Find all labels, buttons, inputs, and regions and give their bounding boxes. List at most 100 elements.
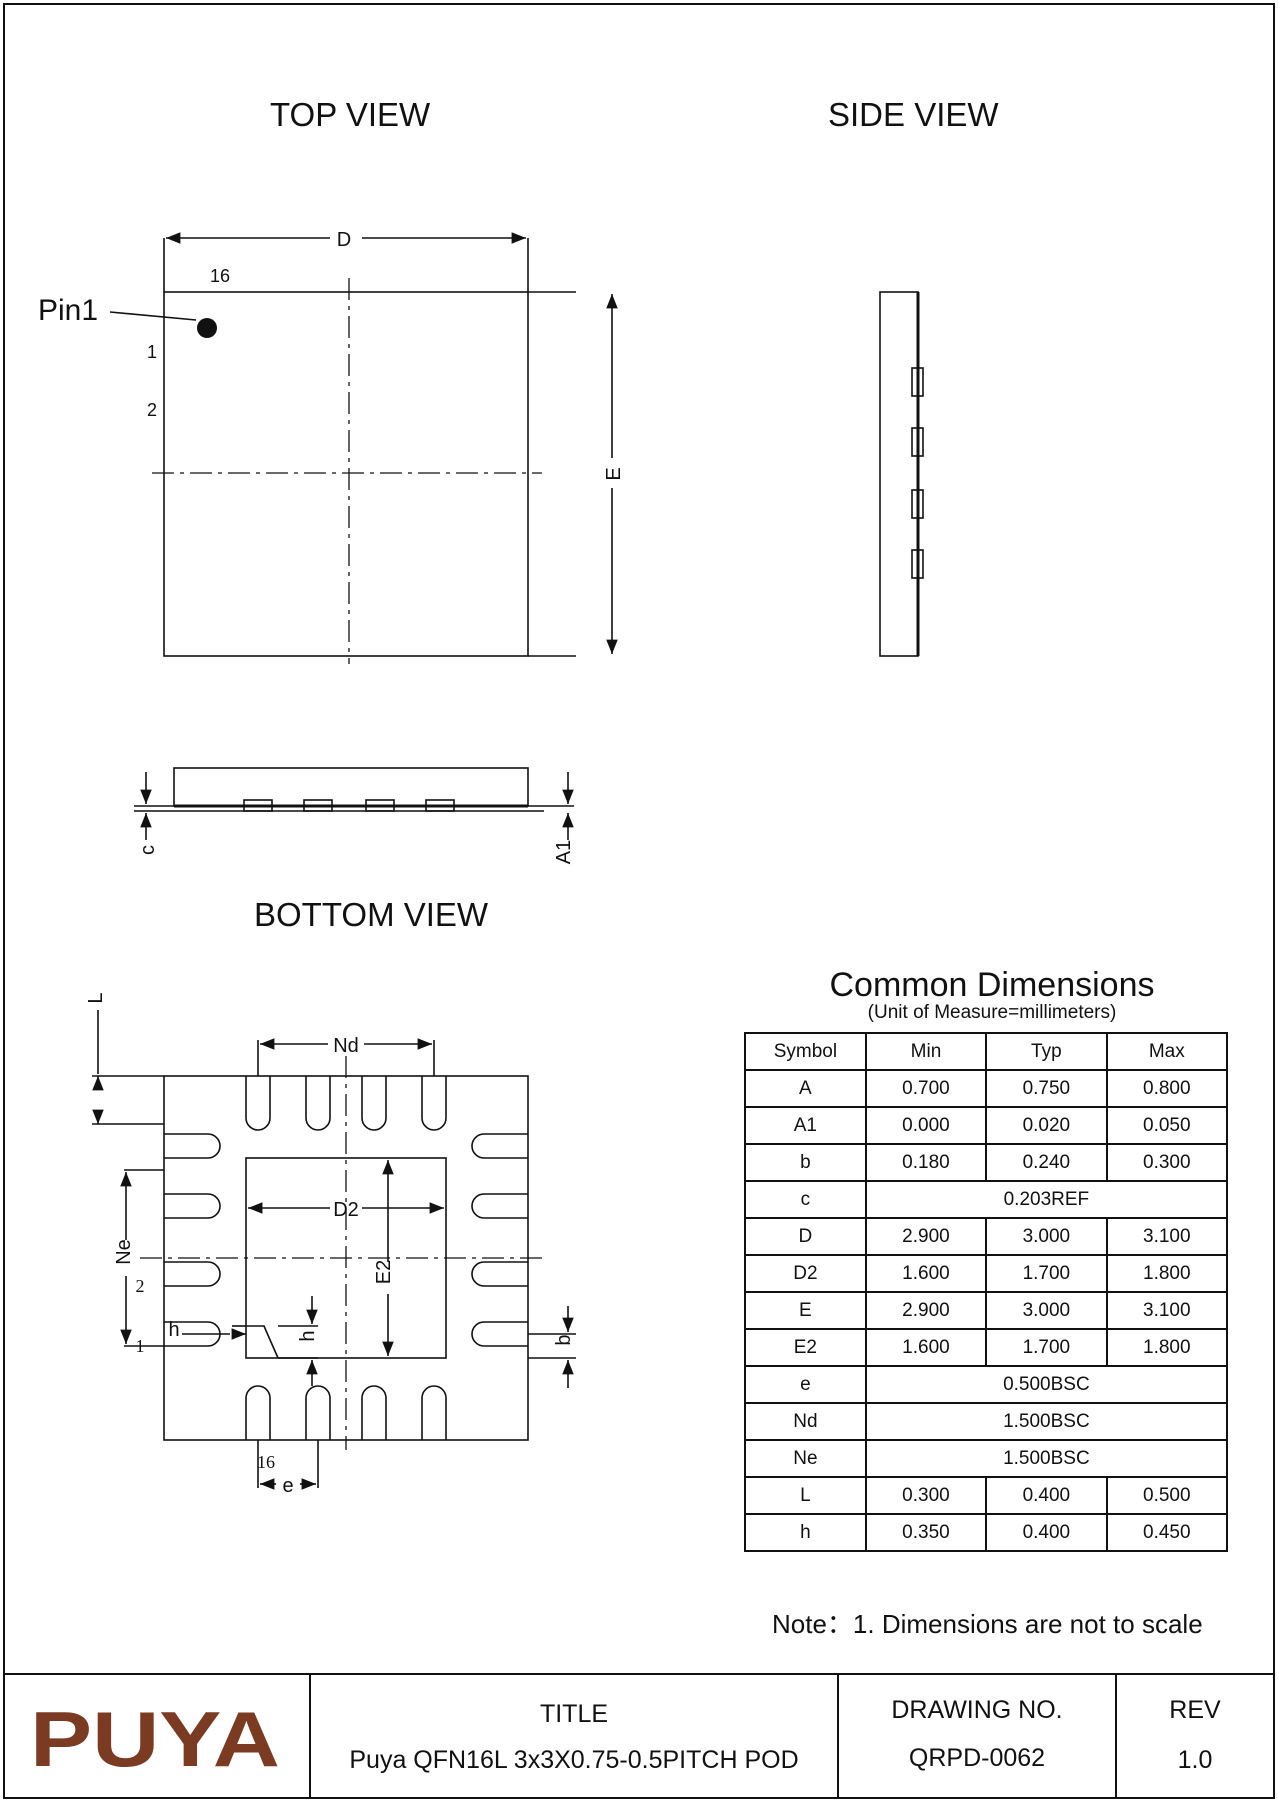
cell-symbol: E xyxy=(744,1291,867,1330)
cell-symbol: e xyxy=(744,1365,867,1404)
header-symbol: Symbol xyxy=(744,1032,867,1071)
cell-typ: 3.000 xyxy=(985,1217,1108,1256)
pin1-dot xyxy=(197,318,217,338)
package-outline xyxy=(163,291,529,657)
rev-value: 1.0 xyxy=(1177,1746,1213,1774)
cell-max: 0.300 xyxy=(1105,1143,1229,1182)
cell-min: 0.300 xyxy=(864,1476,988,1515)
cell-typ: 0.400 xyxy=(985,1513,1108,1552)
top-pin-2: 2 xyxy=(147,400,157,420)
cell-symbol: A1 xyxy=(744,1106,867,1145)
cell-min: 1.600 xyxy=(864,1328,988,1367)
bottom-pin-2: 2 xyxy=(136,1276,145,1296)
dim-c-label: c xyxy=(137,845,159,855)
dim-A1-label: A1 xyxy=(553,840,575,864)
cell-min: 0.180 xyxy=(864,1143,988,1182)
dim-e-label: e xyxy=(282,1475,293,1497)
sheet-border xyxy=(3,3,1275,1799)
bottom-pin-16: 16 xyxy=(257,1452,275,1472)
top-view-drawing xyxy=(109,232,618,664)
drawing-number-value: QRPD-0062 xyxy=(908,1744,1046,1772)
header-min: Min xyxy=(864,1032,988,1071)
cell-symbol: c xyxy=(744,1180,867,1219)
dim-D-label: D xyxy=(337,229,351,251)
note-text: Note：1. Dimensions are not to scale xyxy=(772,1609,1203,1639)
cell-span: 1.500BSC xyxy=(864,1439,1229,1478)
top-view-heading: TOP VIEW xyxy=(270,96,431,133)
cell-span: 1.500BSC xyxy=(864,1402,1229,1441)
cell-min: 1.600 xyxy=(864,1254,988,1293)
cell-typ: 1.700 xyxy=(985,1254,1108,1293)
cell-min: 0.700 xyxy=(864,1069,988,1108)
cell-span: 0.500BSC xyxy=(864,1365,1229,1404)
cell-typ: 0.750 xyxy=(985,1069,1108,1108)
cell-max: 0.500 xyxy=(1105,1476,1229,1515)
dim-D2-label: D2 xyxy=(333,1199,359,1221)
logo-text: PUYA xyxy=(30,1695,280,1783)
dim-Nd-label: Nd xyxy=(333,1035,359,1057)
cell-typ: 1.700 xyxy=(985,1328,1108,1367)
header-max: Max xyxy=(1105,1032,1229,1071)
table-header-row: Symbol Min Typ Max xyxy=(744,1032,1229,1071)
cell-max: 3.100 xyxy=(1105,1291,1229,1330)
cell-symbol: Ne xyxy=(744,1439,867,1478)
dim-L-label: L xyxy=(85,992,107,1003)
bottom-view-heading: BOTTOM VIEW xyxy=(254,896,489,933)
cell-span: 0.203REF xyxy=(864,1180,1229,1219)
dim-h-vertical-label: h xyxy=(297,1330,319,1341)
title-value: Puya QFN16L 3x3X0.75-0.5PITCH POD xyxy=(349,1746,799,1774)
pin1-label: Pin1 xyxy=(38,294,98,327)
top-pin-1: 1 xyxy=(147,342,157,362)
cell-symbol: L xyxy=(744,1476,867,1515)
cell-min: 0.350 xyxy=(864,1513,988,1552)
drawing-number-label: DRAWING NO. xyxy=(891,1696,1063,1724)
profile-view-drawing xyxy=(134,767,574,840)
side-view-drawing xyxy=(879,291,924,657)
top-pin-16: 16 xyxy=(210,266,230,286)
header-typ: Typ xyxy=(985,1032,1108,1071)
cell-max: 3.100 xyxy=(1105,1217,1229,1256)
cell-symbol: Nd xyxy=(744,1402,867,1441)
cell-min: 0.000 xyxy=(864,1106,988,1145)
title-label: TITLE xyxy=(539,1700,609,1728)
cell-min: 2.900 xyxy=(864,1291,988,1330)
dimensions-title: Common Dimensions xyxy=(829,966,1155,1004)
cell-typ: 3.000 xyxy=(985,1291,1108,1330)
cell-max: 1.800 xyxy=(1105,1328,1229,1367)
cell-symbol: E2 xyxy=(744,1328,867,1367)
bottom-pin-1: 1 xyxy=(136,1336,145,1356)
cell-symbol: D2 xyxy=(744,1254,867,1293)
side-view-heading: SIDE VIEW xyxy=(828,96,999,133)
cell-min: 2.900 xyxy=(864,1217,988,1256)
bottom-view-drawing xyxy=(92,1010,576,1490)
dim-Ne-label: Ne xyxy=(113,1239,135,1265)
cell-typ: 0.020 xyxy=(985,1106,1108,1145)
cell-symbol: A xyxy=(744,1069,867,1108)
cell-symbol: D xyxy=(744,1217,867,1256)
cell-symbol: h xyxy=(744,1513,867,1552)
puya-logo: PUYA xyxy=(30,1695,280,1783)
cell-max: 0.800 xyxy=(1105,1069,1229,1108)
dimensions-subtitle: (Unit of Measure=millimeters) xyxy=(867,1002,1117,1023)
title-block-grid xyxy=(4,1673,1274,1798)
cell-typ: 0.400 xyxy=(985,1476,1108,1515)
dim-E2-label: E2 xyxy=(373,1260,395,1284)
rev-label: REV xyxy=(1169,1696,1221,1724)
cell-max: 0.050 xyxy=(1105,1106,1229,1145)
cell-typ: 0.240 xyxy=(985,1143,1108,1182)
